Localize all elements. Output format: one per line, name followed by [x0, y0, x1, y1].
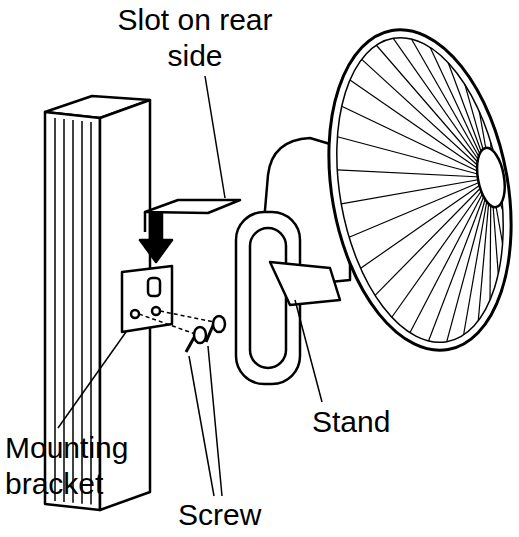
grill-spoke — [341, 177, 491, 203]
slot-hook — [145, 200, 240, 213]
grill-spoke — [337, 144, 491, 204]
part-label: Slot on rear side — [110, 2, 280, 74]
grill-spoke — [376, 30, 491, 193]
grill-spoke — [342, 83, 491, 201]
part-label: Screw — [178, 497, 261, 533]
leader-line — [295, 300, 322, 402]
label-holder: Stand — [312, 404, 432, 440]
part-label: Mounting bracket — [5, 430, 180, 502]
stand-neck — [270, 262, 340, 305]
screw — [186, 327, 206, 352]
bracket-hole — [152, 307, 160, 315]
slot-hook-edge — [144, 212, 147, 232]
grill-hub — [473, 146, 509, 210]
leader-line — [208, 346, 222, 496]
screw — [206, 316, 225, 342]
label-holder: Mounting bracket — [5, 430, 180, 502]
grill-spoke — [349, 177, 502, 268]
part-label: Stand — [312, 404, 390, 440]
bracket-slot — [148, 278, 160, 296]
grill-spoke — [350, 59, 491, 199]
label-holder: Screw — [178, 497, 298, 533]
bracket-hole — [131, 310, 139, 318]
fan-grill — [305, 15, 519, 365]
label-holder: Slot on rear side — [110, 2, 280, 74]
mounting-bracket — [122, 266, 172, 332]
leader-line — [205, 76, 225, 198]
leader-line — [58, 332, 126, 428]
grill-spoke — [343, 177, 497, 237]
screw-path — [160, 311, 214, 322]
stand-inner — [250, 228, 286, 368]
